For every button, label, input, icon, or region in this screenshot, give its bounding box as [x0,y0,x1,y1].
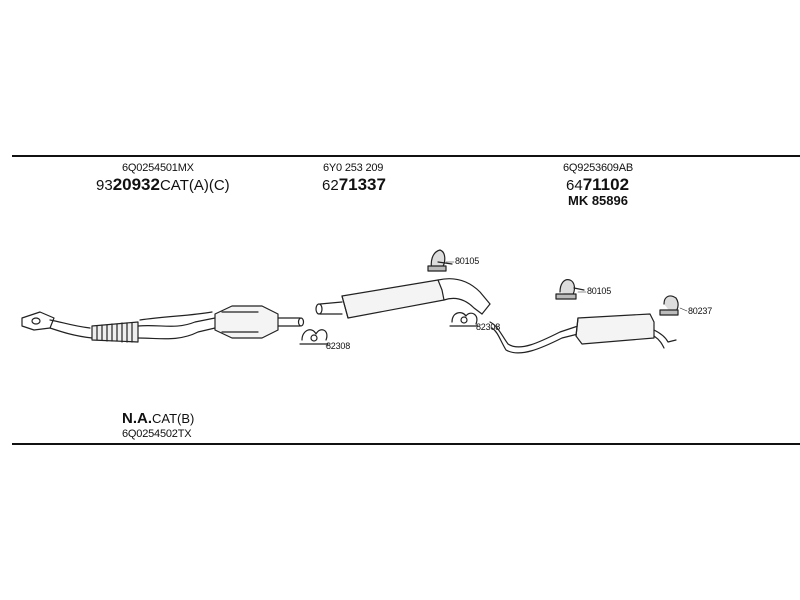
front-part-prefix: 93 [96,177,113,194]
middle-part-bold: 71337 [338,175,386,194]
catalyst-note: N.A.CAT(B) [122,410,194,427]
clamp-mid [449,312,479,327]
catalyst-note-suffix: CAT(B) [152,411,195,426]
catalyst-note-bold: N.A. [122,410,152,427]
callout-leaders [325,261,688,347]
rear-part-number: 6471102 [566,175,629,195]
callout-clamp-front: 82308 [326,341,351,351]
rear-part-prefix: 64 [566,177,583,194]
hanger-mid [427,249,453,272]
callout-hanger-mid: 80105 [455,256,480,266]
callout-clamp-mid: 82308 [476,322,501,332]
bottom-divider [12,443,800,445]
front-part-suffix: CAT(A)(C) [159,177,230,194]
middle-part-prefix: 62 [322,177,339,194]
hanger-tail [659,295,679,316]
front-part-number: 9320932CAT(A)(C) [96,175,230,195]
rear-silencer [489,313,677,354]
rear-oe-number: 6Q9253609AB [563,162,633,174]
front-oe-number: 6Q0254501MX [122,162,194,174]
front-part-bold: 20932 [112,175,160,194]
callout-hanger-tail: 80237 [688,306,713,316]
middle-silencer [315,278,491,319]
middle-oe-number: 6Y0 253 209 [323,162,384,174]
catalyst-note-oe: 6Q0254502TX [122,428,192,440]
rear-part-bold: 71102 [582,175,630,194]
front-pipe-assembly [21,305,305,343]
rear-mk-number: MK 85896 [568,193,628,208]
clamp-front [299,329,329,345]
top-divider [12,155,800,157]
middle-part-number: 6271337 [322,175,386,195]
hanger-rear [555,279,585,300]
callout-hanger-rear: 80105 [587,286,612,296]
